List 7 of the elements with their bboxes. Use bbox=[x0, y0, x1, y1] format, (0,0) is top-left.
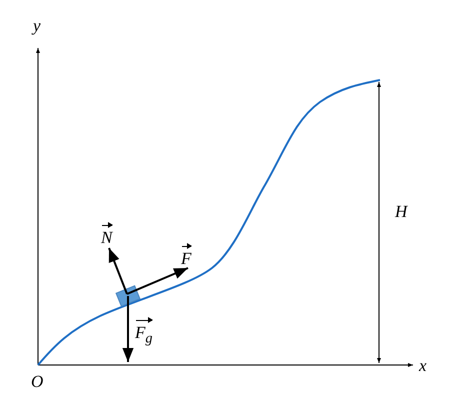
force-label: F bbox=[181, 243, 192, 268]
axis-label: y bbox=[33, 17, 41, 35]
force-label: N bbox=[101, 222, 112, 247]
axis-label: x bbox=[419, 357, 427, 375]
origin-label: O bbox=[31, 373, 44, 391]
force-label: F$_{g}$ bbox=[135, 317, 152, 348]
height-label: H bbox=[395, 203, 408, 221]
